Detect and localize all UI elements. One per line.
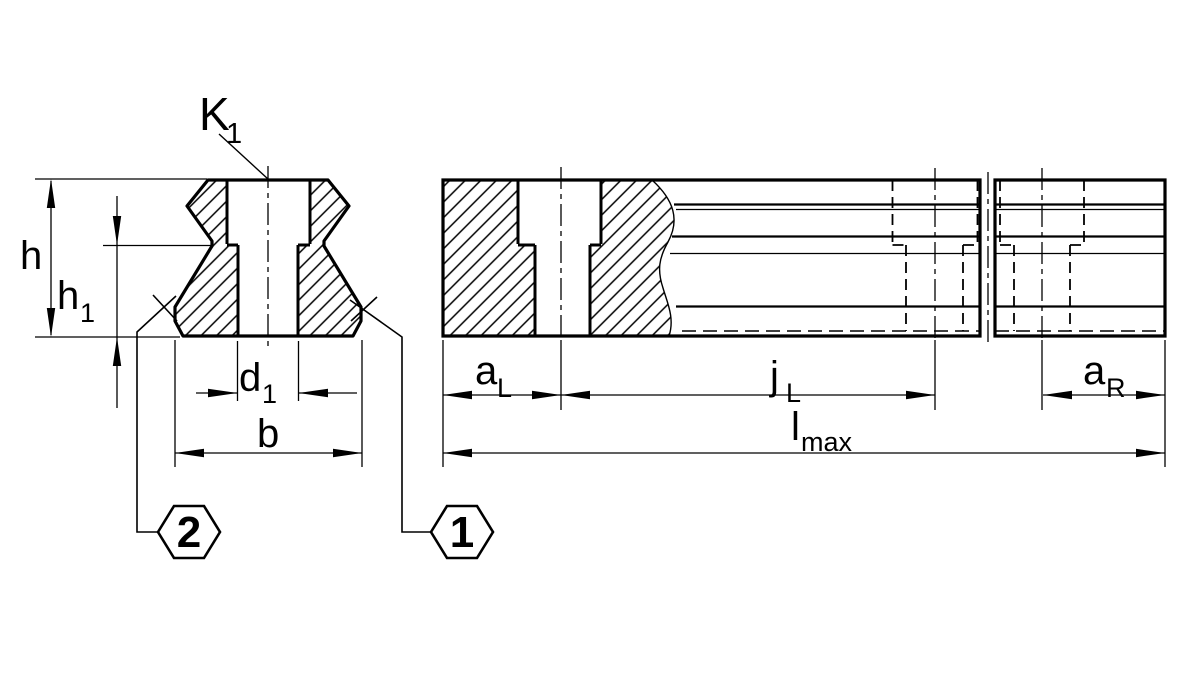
callout-2-leader xyxy=(136,295,177,533)
callout-2-number: 2 xyxy=(177,508,201,557)
label-b: b xyxy=(257,412,279,456)
callout-1-hexagon xyxy=(429,504,495,560)
label-h1: h xyxy=(57,274,79,318)
side-cut-hatch-fill xyxy=(443,180,675,336)
break-wave-line xyxy=(651,179,675,337)
front-counterbore-and-hole-edges xyxy=(225,181,312,335)
callout-2-surface-tick xyxy=(152,294,178,322)
front-hatch-fill xyxy=(175,180,361,336)
callout-1-surface-tick xyxy=(350,296,378,322)
callout-balloon-1: 1 xyxy=(349,296,495,560)
label-d1: d xyxy=(239,356,261,400)
callout-1-leader xyxy=(349,299,431,533)
label-h1-sub: 1 xyxy=(80,298,95,328)
side-right-segment-outline xyxy=(993,178,1167,338)
side-groove-lines-thin xyxy=(670,208,1165,255)
side-hole-centerlines xyxy=(560,167,1043,344)
front-view-cross-section xyxy=(173,166,363,350)
extension-lines xyxy=(35,178,1166,467)
label-a-r: a xyxy=(1083,349,1106,393)
side-left-segment-outline xyxy=(441,178,982,338)
front-outline xyxy=(173,178,363,338)
hidden-hole-right xyxy=(999,180,1085,331)
callout-1-number: 1 xyxy=(450,508,474,557)
label-a-l-sub: L xyxy=(497,373,512,403)
callout-2-hexagon xyxy=(156,504,222,560)
callout-balloon-2: 2 xyxy=(136,294,222,560)
label-h: h xyxy=(20,234,42,278)
label-k1-sub: 1 xyxy=(226,118,242,150)
label-a-r-sub: R xyxy=(1106,373,1126,403)
label-j-l: j xyxy=(769,354,779,398)
label-a-l: a xyxy=(475,349,498,393)
label-l-max: l xyxy=(791,405,800,449)
label-k1: K xyxy=(199,88,230,140)
hidden-hole-left xyxy=(891,180,979,331)
side-view-elevation xyxy=(441,167,1167,344)
label-j-l-sub: L xyxy=(786,378,801,408)
label-l-max-sub: max xyxy=(801,427,853,457)
dimension-labels: K 1 h h 1 d 1 b a L j L a R l max xyxy=(20,88,1126,457)
label-d1-sub: 1 xyxy=(262,379,277,409)
side-groove-lines-strong xyxy=(672,203,1165,308)
dimensions xyxy=(35,133,1166,467)
side-cut-hole-edges xyxy=(516,181,603,335)
k1-leader-line xyxy=(218,133,269,180)
